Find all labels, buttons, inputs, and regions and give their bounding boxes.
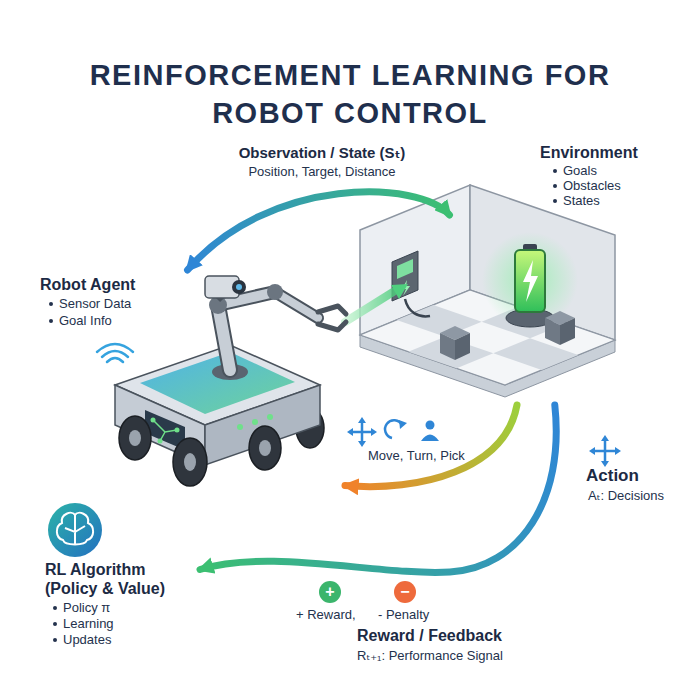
battery-goal — [523, 260, 538, 302]
robot-illustration — [267, 414, 273, 420]
robot-illustration — [158, 439, 163, 444]
obstacle-cube — [455, 333, 470, 360]
robot-illustration — [267, 284, 283, 300]
robot-illustration — [237, 424, 243, 430]
node-bullet: Sensor Data — [48, 296, 131, 312]
robot-illustration — [259, 440, 271, 456]
battery-goal — [482, 232, 578, 328]
reward-symbol: + — [319, 581, 341, 603]
action-icons — [421, 435, 439, 442]
edge-label: Reward / Feedback — [357, 626, 502, 645]
robot-illustration — [249, 426, 281, 470]
robot-agent-node: Robot AgentSensor DataGoal Info — [30, 270, 345, 490]
robot-illustration — [97, 344, 133, 362]
robot-illustration — [97, 276, 408, 486]
charging-station — [397, 259, 413, 279]
node-heading: Robot Agent — [40, 275, 135, 294]
rl-algorithm-node: RL Algorithm (Policy & Value) Policy πLea… — [40, 560, 200, 655]
action-icons — [358, 417, 366, 423]
robot-illustration — [218, 305, 230, 370]
action-icons — [601, 435, 609, 441]
action-icons — [347, 428, 353, 436]
brain-icon — [48, 503, 102, 557]
obstacle-cube — [440, 311, 575, 360]
reward-icons — [319, 581, 416, 603]
environment-room — [493, 338, 578, 370]
node-bullet: Obstacles — [552, 178, 621, 194]
penalty-note: - Penalty — [378, 607, 429, 623]
charging-station — [392, 251, 430, 316]
action-icons — [347, 417, 621, 467]
node-bullet: Policy π — [52, 600, 110, 616]
robot-illustration — [151, 418, 156, 423]
robot-illustration — [119, 416, 151, 460]
node-bullet: Updates — [52, 632, 111, 648]
battery-goal — [515, 250, 545, 312]
node-heading: RL Algorithm (Policy & Value) — [45, 560, 180, 598]
environment-room — [360, 185, 615, 397]
charging-station — [405, 299, 430, 316]
reward-icons — [319, 581, 341, 603]
penalty-symbol: − — [394, 581, 416, 603]
node-heading: Environment — [540, 143, 638, 162]
brain-icon — [48, 503, 102, 557]
action-icons — [352, 422, 372, 442]
robot-illustration — [236, 284, 242, 290]
brain-icon — [57, 513, 93, 545]
robot-illustration — [184, 453, 196, 471]
environment-room — [360, 290, 615, 385]
robot-illustration — [391, 284, 408, 299]
node-bullet: Goal Info — [48, 313, 112, 329]
action-heading: Action — [586, 466, 639, 485]
robot-illustration — [175, 428, 180, 433]
action-icons — [399, 420, 407, 429]
obstacle-cube — [545, 318, 560, 345]
robot-illustration — [129, 430, 141, 446]
flow-arrow — [200, 405, 556, 572]
robot-illustration — [252, 419, 258, 425]
action-icons — [589, 447, 595, 455]
robot-illustration — [318, 306, 346, 330]
action-icons — [358, 441, 366, 447]
state-detail: Position, Target, Distance — [202, 164, 442, 180]
reward-detail: Rₜ₊₁: Performance Signal — [357, 648, 503, 664]
robot-illustration — [218, 305, 230, 370]
flow-arrow — [188, 192, 450, 270]
robot-illustration — [232, 280, 246, 294]
node-bullet: States — [552, 193, 600, 209]
action-icons — [371, 428, 377, 436]
node-bullet: Learning — [52, 616, 114, 632]
reward-note: + Reward, — [296, 607, 356, 623]
reward-icons — [394, 581, 416, 603]
action-icons — [615, 447, 621, 455]
diagram-title: REINFORCEMENT LEARNING FOR ROBOT CONTROL — [80, 56, 620, 132]
action-icons — [426, 421, 435, 430]
flow-arrow — [345, 405, 517, 487]
robot-illustration — [173, 438, 207, 486]
battery-goal — [482, 232, 578, 328]
robot-illustration — [153, 420, 177, 441]
action-detail: Aₜ: Decisions — [588, 488, 664, 504]
robot-illustration — [140, 352, 295, 414]
obstacle-cube — [560, 318, 575, 345]
charging-station — [392, 251, 418, 301]
edge-label: Move, Turn, Pick — [368, 448, 465, 464]
action-icons — [594, 440, 616, 462]
edge-label: Observation / State (Sₜ) — [202, 143, 442, 162]
robot-illustration — [345, 292, 393, 322]
node-bullet: Goals — [552, 163, 597, 179]
obstacle-cube — [440, 333, 455, 360]
environment-node: EnvironmentGoalsObstaclesStates — [355, 215, 625, 405]
